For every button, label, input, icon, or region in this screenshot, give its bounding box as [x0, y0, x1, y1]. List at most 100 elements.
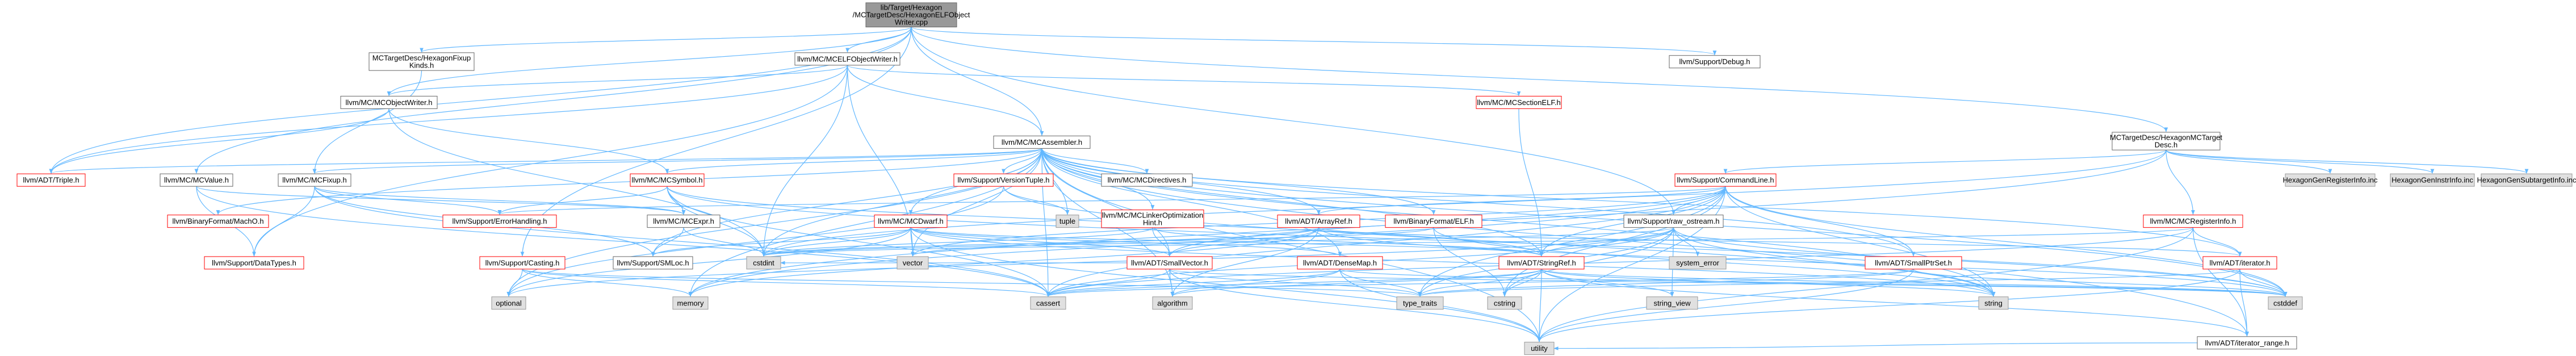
- edge-hexmctarget-to-mcreginfo: [2165, 150, 2195, 215]
- node-label: llvm/MC/MCRegisterInfo.h: [2150, 217, 2236, 225]
- graph-node-llvm-mc-mcassembler-h[interactable]: llvm/MC/MCAssembler.h: [993, 135, 1091, 149]
- node-box: [1396, 296, 1444, 310]
- edge-mcdwarf-to-cstdint: [761, 227, 911, 257]
- node-box: [1978, 296, 2009, 310]
- graph-node-llvm-mc-mcvalue-h[interactable]: llvm/MC/MCValue.h: [160, 173, 233, 187]
- node-box: [953, 173, 1054, 187]
- node-label: llvm/ADT/Triple.h: [23, 176, 79, 185]
- graph-node-llvm-support-raw-ostream-h[interactable]: llvm/Support/raw_ostream.h: [1623, 215, 1724, 228]
- node-box: [1101, 210, 1204, 228]
- node-label: llvm/MC/MCLinkerOptimization: [1102, 211, 1203, 219]
- node-label: llvm/Support/ErrorHandling.h: [453, 217, 547, 225]
- node-label: algorithm: [1157, 299, 1187, 307]
- node-label: Kinds.h: [409, 61, 434, 69]
- node-label: llvm/Support/DataTypes.h: [212, 258, 296, 267]
- node-label: optional: [496, 299, 522, 307]
- edge-assembler-to-binelf: [1041, 148, 1436, 215]
- node-label: cstddef: [2273, 299, 2297, 307]
- node-label: llvm/MC/MCExpr.h: [653, 217, 714, 225]
- node-box: [1524, 342, 1555, 355]
- graph-node-llvm-mc-mcelfobjectwriter-h[interactable]: llvm/MC/MCELFObjectWriter.h: [794, 52, 900, 66]
- edge-arrayref-to-iterator: [1318, 227, 2242, 257]
- graph-node-llvm-support-datatypes-h[interactable]: llvm/Support/DataTypes.h: [204, 256, 304, 270]
- edge-densemap-to-algorithm: [1170, 269, 1341, 297]
- node-box: [1055, 215, 1079, 228]
- graph-node-llvm-support-debug-h[interactable]: llvm/Support/Debug.h: [1669, 55, 1761, 69]
- edge-root-to-mcvalue: [194, 27, 912, 174]
- graph-node-optional: optional: [491, 296, 526, 310]
- edge-root-to-rawostream: [911, 27, 1676, 215]
- edge-casting-to-memory: [522, 269, 693, 297]
- graph-node-llvm-adt-densemap-h[interactable]: llvm/ADT/DenseMap.h: [1297, 256, 1383, 270]
- edge-smallvector-to-utility: [1169, 269, 1542, 342]
- node-box: [2390, 173, 2475, 187]
- edge-smallvector-to-cstddef: [1169, 269, 2287, 297]
- edge-mcvalue-to-cassert: [196, 186, 1050, 297]
- node-box: [167, 215, 269, 228]
- graph-node-llvm-adt-stringref-h[interactable]: llvm/ADT/StringRef.h: [1498, 256, 1585, 270]
- graph-node-llvm-support-commandline-h[interactable]: llvm/Support/CommandLine.h: [1674, 173, 1777, 187]
- edge-stringref-to-cassert: [1046, 269, 1542, 297]
- graph-node-llvm-support-errorhandling-h[interactable]: llvm/Support/ErrorHandling.h: [442, 215, 557, 228]
- edge-mcreginfo-to-cassert: [1046, 227, 2194, 297]
- edge-mcdwarf-to-smallvector: [910, 227, 1172, 257]
- edge-cmdline-to-string: [1725, 186, 1996, 297]
- edge-hexmctarget-to-genreg: [2165, 149, 2332, 174]
- graph-node-llvm-mc-mcfixup-h[interactable]: llvm/MC/MCFixup.h: [278, 173, 351, 187]
- graph-node-utility: utility: [1524, 342, 1555, 355]
- graph-node-llvm-mc-mcregisterinfo-h[interactable]: llvm/MC/MCRegisterInfo.h: [2143, 215, 2243, 228]
- graph-node-lib-target-hexagon-mctargetdesc-hexagonelfobjectwriter-cpp[interactable]: lib/Target/Hexagon/MCTargetDesc/HexagonE…: [853, 2, 970, 28]
- node-box: [647, 215, 721, 228]
- graph-node-llvm-adt-smallptrset-h[interactable]: llvm/ADT/SmallPtrSet.h: [1865, 256, 1962, 270]
- graph-node-llvm-mc-mcdwarf-h[interactable]: llvm/MC/MCDwarf.h: [874, 215, 948, 228]
- node-box: [1385, 215, 1482, 228]
- edge-iterator-to-typetraits: [1418, 269, 2240, 297]
- graph-node-llvm-mc-mcsectionelf-h[interactable]: llvm/MC/MCSectionELF.h: [1476, 95, 1562, 109]
- node-label: llvm/Support/CommandLine.h: [1677, 176, 1774, 185]
- node-label: llvm/ADT/DenseMap.h: [1303, 258, 1377, 267]
- node-box: [2143, 215, 2243, 228]
- graph-node-llvm-adt-triple-h[interactable]: llvm/ADT/Triple.h: [16, 173, 86, 187]
- graph-node-llvm-adt-iterator-h[interactable]: llvm/ADT/iterator.h: [2202, 256, 2277, 270]
- node-box: [1865, 256, 1962, 270]
- graph-node-llvm-adt-smallvector-h[interactable]: llvm/ADT/SmallVector.h: [1126, 256, 1213, 270]
- graph-node-llvm-mc-mcobjectwriter-h[interactable]: llvm/MC/MCObjectWriter.h: [340, 95, 438, 109]
- graph-node-llvm-adt-arrayref-h[interactable]: llvm/ADT/ArrayRef.h: [1277, 215, 1360, 228]
- node-box: [2285, 173, 2376, 187]
- node-label: llvm/ADT/SmallPtrSet.h: [1875, 258, 1952, 267]
- edge-mcdwarf-to-optional: [506, 227, 911, 297]
- edge-objwriter-to-triple: [49, 108, 389, 174]
- graph-node-llvm-support-versiontuple-h[interactable]: llvm/Support/VersionTuple.h: [953, 173, 1054, 187]
- node-label: /MCTargetDesc/HexagonELFObject: [853, 11, 970, 19]
- graph-node-llvm-adt-iterator-range-h[interactable]: llvm/ADT/iterator_range.h: [2197, 336, 2297, 350]
- node-box: [1646, 296, 1698, 310]
- edge-versiontuple-to-tuple: [1003, 186, 1070, 215]
- node-box: [672, 296, 709, 310]
- edge-hexmctarget-to-cmdline: [1723, 149, 2167, 174]
- graph-node-llvm-support-casting-h[interactable]: llvm/Support/Casting.h: [479, 256, 566, 270]
- graph-node-llvm-support-smloc-h[interactable]: llvm/Support/SMLoc.h: [613, 256, 693, 270]
- graph-node-llvm-mc-mcexpr-h[interactable]: llvm/MC/MCExpr.h: [647, 215, 721, 228]
- node-box: [630, 173, 705, 187]
- node-label: lib/Target/Hexagon: [881, 3, 942, 12]
- edge-mcfixup-to-errorhandling: [314, 186, 502, 215]
- graph-node-hexagongenregisterinfo-inc: HexagonGenRegisterInfo.inc: [2283, 173, 2378, 187]
- node-label: MCTargetDesc/HexagonMCTarget: [2110, 133, 2222, 142]
- node-box: [1487, 296, 1522, 310]
- node-box: [1623, 215, 1724, 228]
- node-box: [874, 215, 948, 228]
- edge-mcexpr-to-cstdint: [683, 227, 766, 257]
- graph-node-llvm-mc-mcdirectives-h[interactable]: llvm/MC/MCDirectives.h: [1101, 173, 1193, 187]
- node-label: llvm/BinaryFormat/ELF.h: [1393, 217, 1474, 225]
- node-box: [1101, 173, 1193, 187]
- edge-arrayref-to-vector: [911, 227, 1320, 257]
- edge-stringref-to-algorithm: [1170, 269, 1542, 297]
- graph-node-llvm-mc-mcsymbol-h[interactable]: llvm/MC/MCSymbol.h: [630, 173, 705, 187]
- graph-node-llvm-binaryformat-elf-h[interactable]: llvm/BinaryFormat/ELF.h: [1385, 215, 1482, 228]
- edge-rawostream-to-cstdint: [762, 227, 1674, 257]
- graph-node-llvm-binaryformat-macho-h[interactable]: llvm/BinaryFormat/MachO.h: [167, 215, 269, 228]
- node-label: llvm/ADT/SmallVector.h: [1131, 258, 1208, 267]
